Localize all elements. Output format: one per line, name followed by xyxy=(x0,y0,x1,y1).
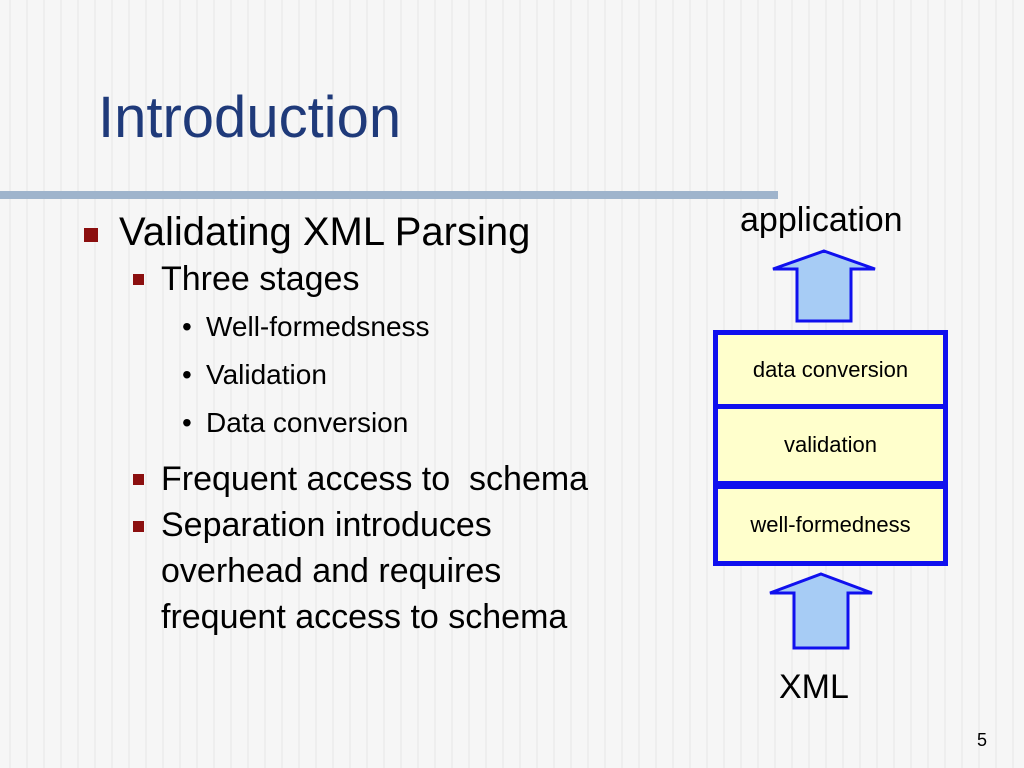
bullet-list: Validating XML Parsing Three stages • We… xyxy=(78,208,698,641)
stage-label: validation xyxy=(784,432,877,457)
sub-bullet-data-conversion: • Data conversion xyxy=(78,399,698,447)
bullet-text-line: frequent access to schema xyxy=(161,598,568,637)
page-number: 5 xyxy=(977,730,988,750)
stage-label: well-formedness xyxy=(750,512,911,537)
square-bullet-icon xyxy=(133,474,144,486)
dot-bullet-icon: • xyxy=(182,310,192,342)
bullet-frequent-access: Frequent access to schema xyxy=(78,456,698,503)
title-divider xyxy=(0,191,778,199)
dot-bullet-icon: • xyxy=(182,407,192,439)
up-arrow-icon xyxy=(772,249,876,323)
bullet-text: Validating XML Parsing xyxy=(119,210,531,254)
up-arrow-icon xyxy=(769,572,873,650)
dot-bullet-icon: • xyxy=(182,359,192,391)
square-bullet-icon xyxy=(133,521,144,533)
sub-bullet-text: Well-formedsness xyxy=(206,310,430,342)
sub-bullet-well-formedness: • Well-formedsness xyxy=(78,303,698,351)
xml-label: XML xyxy=(779,668,849,706)
sub-bullet-text: Validation xyxy=(206,359,327,391)
bullet-text: Three stages xyxy=(161,260,360,298)
bullet-text: Frequent access to schema xyxy=(161,460,589,499)
slide-title: Introduction xyxy=(98,85,402,150)
stage-validation: validation xyxy=(713,404,948,486)
bullet-three-stages: Three stages xyxy=(78,256,698,303)
application-label: application xyxy=(740,201,903,239)
stage-well-formedness: well-formedness xyxy=(713,484,948,566)
stage-data-conversion: data conversion xyxy=(713,330,948,409)
square-bullet-icon xyxy=(84,228,98,242)
stage-label: data conversion xyxy=(752,356,909,382)
bullet-text-line: overhead and requires xyxy=(161,552,502,591)
square-bullet-icon xyxy=(133,274,144,285)
bullet-validating-xml-parsing: Validating XML Parsing xyxy=(78,208,698,256)
bullet-text-line: Separation introduces xyxy=(161,506,492,545)
bullet-separation: Separation introduces overhead and requi… xyxy=(78,503,698,641)
sub-bullet-validation: • Validation xyxy=(78,351,698,399)
sub-bullet-text: Data conversion xyxy=(206,407,409,439)
